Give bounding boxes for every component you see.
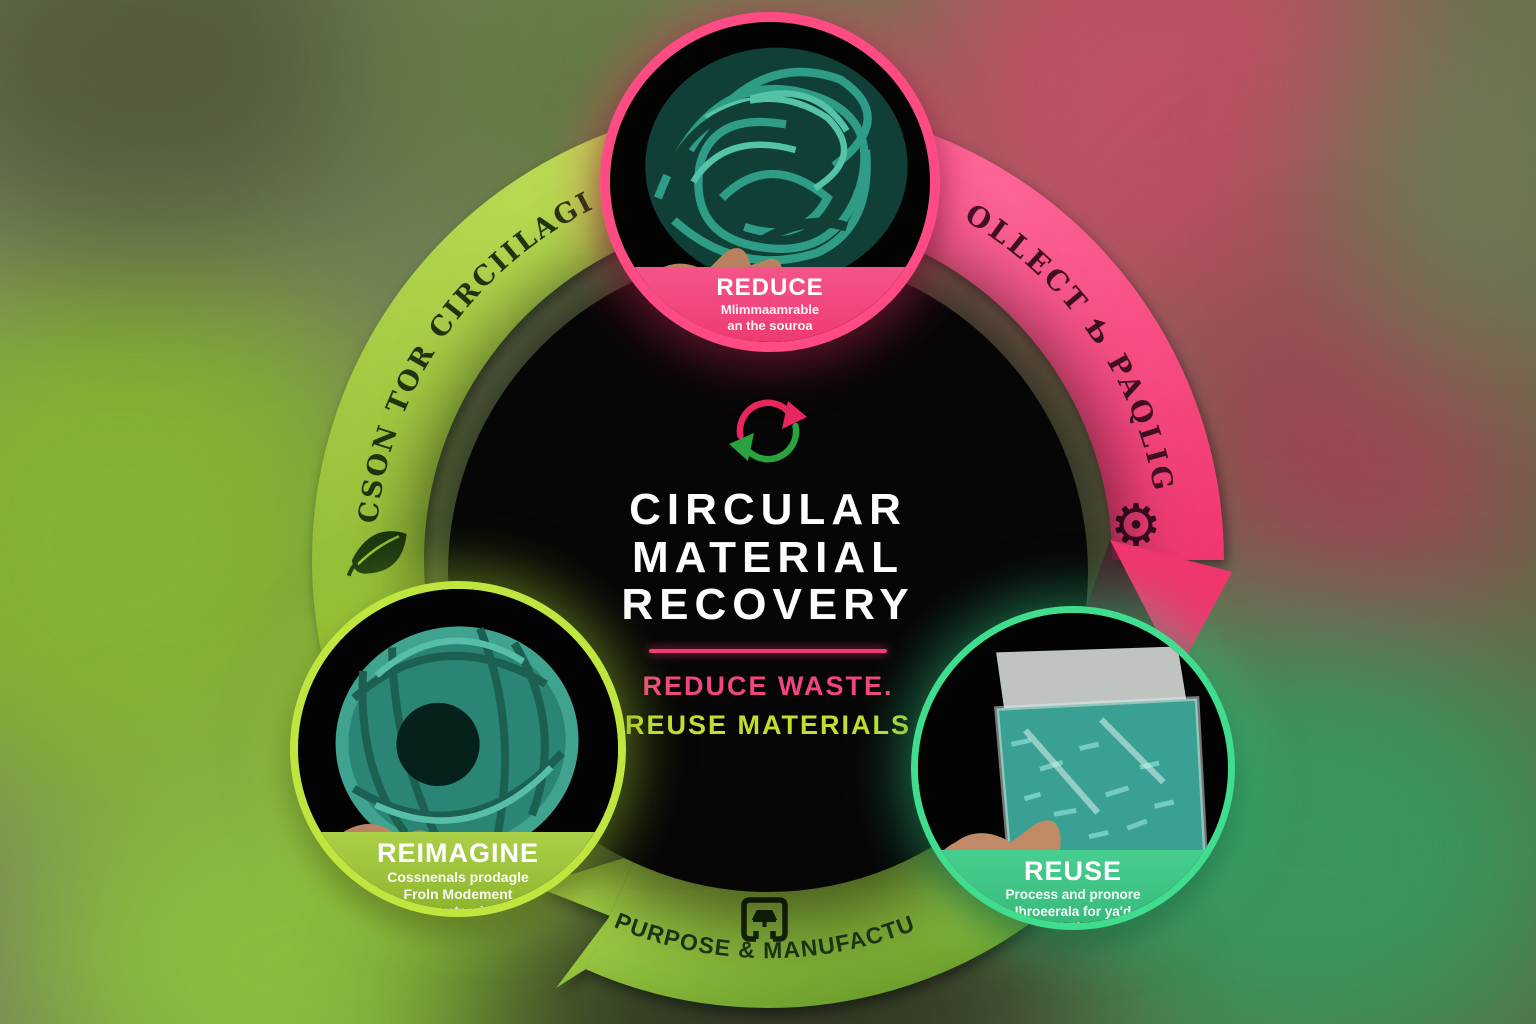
- title-line-2: MATERIAL: [631, 532, 905, 582]
- reimagine-label-area: REIMAGINE Cossnenals prodagle Froln Mode…: [298, 832, 618, 909]
- node-reimagine: REIMAGINE Cossnenals prodagle Froln Mode…: [290, 581, 626, 917]
- reduce-title: REDUCE: [716, 273, 824, 301]
- tagline-reuse-materials: REUSE MATERIALS: [624, 709, 911, 740]
- reimagine-desc-1: Cossnenals prodagle: [387, 869, 529, 886]
- reimagine-desc-3: Inonterals: [424, 903, 492, 917]
- collect-arrowhead: [1110, 540, 1232, 672]
- center-content: CIRCULAR MATERIAL RECOVERY REDUCE WASTE.…: [533, 392, 1003, 741]
- title-line-3: RECOVERY: [621, 580, 915, 630]
- reduce-desc-2: an the souroa: [727, 317, 813, 333]
- node-reduce: REDUCE Mlimmaamrable an the souroa: [600, 12, 940, 352]
- reduce-desc-1: Mlimmaamrable: [720, 301, 820, 317]
- title-line-1: CIRCULAR: [629, 485, 907, 534]
- band-collect-process: [856, 119, 1224, 561]
- reimagine-title: REIMAGINE: [376, 838, 539, 869]
- reuse-desc-3: passotiories: [1033, 920, 1113, 930]
- reimagine-desc-2: Froln Modement: [403, 886, 513, 903]
- reuse-label-area: REUSE Process and pronore Ihroeerala for…: [918, 850, 1228, 923]
- manufacture-printer-icon: [741, 897, 788, 942]
- reuse-desc-2: Ihroeerala for ya'd: [1014, 903, 1132, 919]
- title-divider: [649, 648, 887, 653]
- reuse-desc-1: Process and pronore: [1005, 887, 1141, 903]
- node-reuse: REUSE Process and pronore Ihroeerala for…: [911, 606, 1235, 930]
- leaf-icon: [346, 531, 407, 577]
- reduce-label-area: REDUCE Mlimmaamrable an the souroa: [610, 266, 930, 342]
- reuse-title: REUSE: [1023, 856, 1123, 887]
- tagline-reduce-waste: REDUCE WASTE.: [642, 670, 894, 701]
- recycle-arrows-icon: [729, 399, 807, 463]
